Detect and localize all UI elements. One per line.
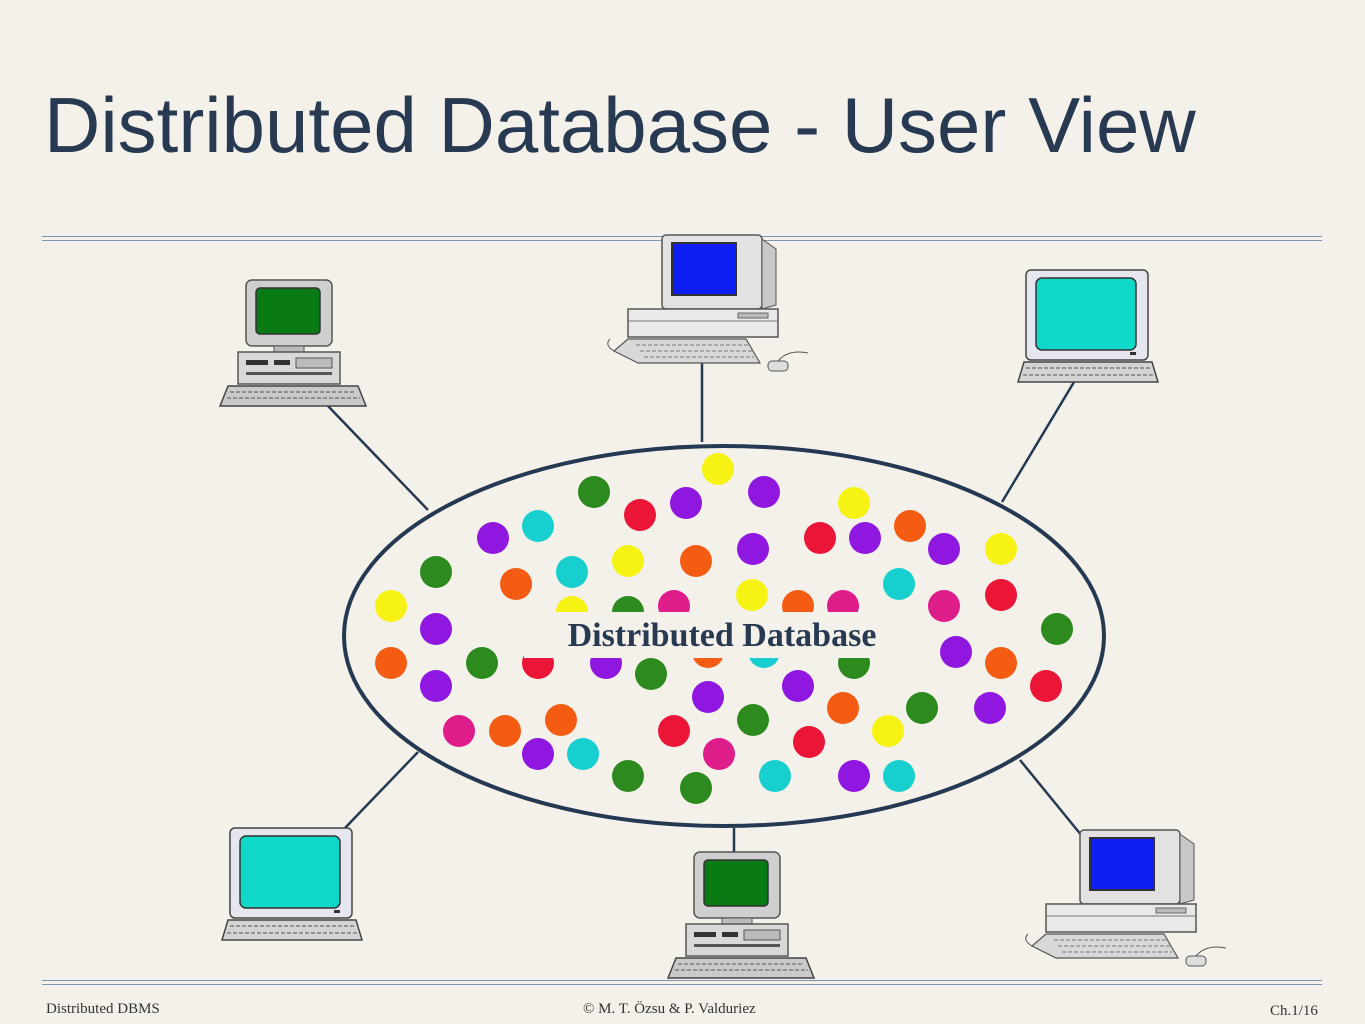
- data-fragment-dot: [635, 658, 667, 690]
- data-fragment-dot: [420, 670, 452, 702]
- data-fragment-dot: [985, 579, 1017, 611]
- terminal-computer-icon: [221, 827, 363, 941]
- data-fragment-dot: [578, 476, 610, 508]
- data-fragment-dot: [849, 522, 881, 554]
- data-fragment-dot: [702, 453, 734, 485]
- data-fragment-dot: [522, 510, 554, 542]
- data-fragment-dot: [545, 704, 577, 736]
- network-links: [327, 362, 1083, 852]
- data-fragment-dot: [872, 715, 904, 747]
- database-ellipse: [342, 444, 1106, 828]
- data-fragment-dot: [489, 715, 521, 747]
- data-fragment-dot: [680, 545, 712, 577]
- footer-divider-top: [42, 980, 1322, 981]
- workstation-computer-icon: [1024, 829, 1227, 967]
- computer-bottom-left[interactable]: [221, 827, 363, 941]
- center-label-background: [524, 612, 920, 658]
- data-fragment-dot: [420, 556, 452, 588]
- data-fragment-dot: [477, 522, 509, 554]
- data-fragment-dot: [670, 487, 702, 519]
- data-fragment-dot: [827, 692, 859, 724]
- link-bottom-left: [344, 751, 419, 829]
- workstation-computer-icon: [606, 234, 809, 372]
- data-fragment-dot: [680, 772, 712, 804]
- desktop-computer-icon: [667, 851, 815, 979]
- data-fragment-dot: [894, 510, 926, 542]
- data-fragment-dot: [838, 760, 870, 792]
- data-fragment-dot: [556, 556, 588, 588]
- data-fragment-dot: [1041, 613, 1073, 645]
- data-fragment-dot: [443, 715, 475, 747]
- data-fragment-dot: [737, 533, 769, 565]
- computer-bottom-right[interactable]: [1024, 829, 1227, 967]
- data-fragment-dot: [522, 738, 554, 770]
- link-top-right: [1000, 381, 1076, 503]
- computer-bottom-center[interactable]: [667, 851, 815, 979]
- data-fragment-dot: [782, 670, 814, 702]
- data-fragment-dot: [974, 692, 1006, 724]
- data-fragment-dot: [928, 533, 960, 565]
- data-fragment-dot: [906, 692, 938, 724]
- data-fragment-dot: [466, 647, 498, 679]
- data-fragment-dot: [420, 613, 452, 645]
- data-fragment-dot: [928, 590, 960, 622]
- desktop-computer-icon: [219, 279, 367, 407]
- data-fragment-dot: [612, 760, 644, 792]
- data-fragment-dot: [804, 522, 836, 554]
- terminal-computer-icon: [1017, 269, 1159, 383]
- data-fragment-dot: [500, 568, 532, 600]
- data-fragment-dot: [737, 704, 769, 736]
- data-fragment-dot: [1030, 670, 1062, 702]
- footer-page-number: Ch.1/16: [1270, 1003, 1318, 1019]
- footer-course: Distributed DBMS: [46, 1001, 160, 1017]
- data-fragment-dot: [793, 726, 825, 758]
- data-fragment-dot: [692, 681, 724, 713]
- data-fragment-dot: [985, 533, 1017, 565]
- data-fragment-dot: [612, 545, 644, 577]
- data-fragment-dot: [567, 738, 599, 770]
- data-fragment-dot: [985, 647, 1017, 679]
- data-fragment-dots: [375, 453, 1073, 804]
- slide-title: Distributed Database - User View: [44, 81, 1196, 169]
- center-label: Distributed Database: [568, 617, 877, 654]
- data-fragment-dot: [940, 636, 972, 668]
- computer-top-left[interactable]: [219, 279, 367, 407]
- footer-divider-bottom: [42, 984, 1322, 985]
- data-fragment-dot: [748, 476, 780, 508]
- data-fragment-dot: [624, 499, 656, 531]
- data-fragment-dot: [375, 647, 407, 679]
- computer-top-center[interactable]: [606, 234, 809, 372]
- data-fragment-dot: [736, 579, 768, 611]
- data-fragment-dot: [703, 738, 735, 770]
- link-top-left: [327, 405, 429, 511]
- link-bottom-right: [1019, 759, 1083, 837]
- data-fragment-dot: [883, 760, 915, 792]
- data-fragment-dot: [883, 568, 915, 600]
- footer-copyright: © M. T. Özsu & P. Valduriez: [583, 1001, 756, 1017]
- data-fragment-dot: [759, 760, 791, 792]
- computer-top-right[interactable]: [1017, 269, 1159, 383]
- data-fragment-dot: [375, 590, 407, 622]
- data-fragment-dot: [838, 487, 870, 519]
- data-fragment-dot: [658, 715, 690, 747]
